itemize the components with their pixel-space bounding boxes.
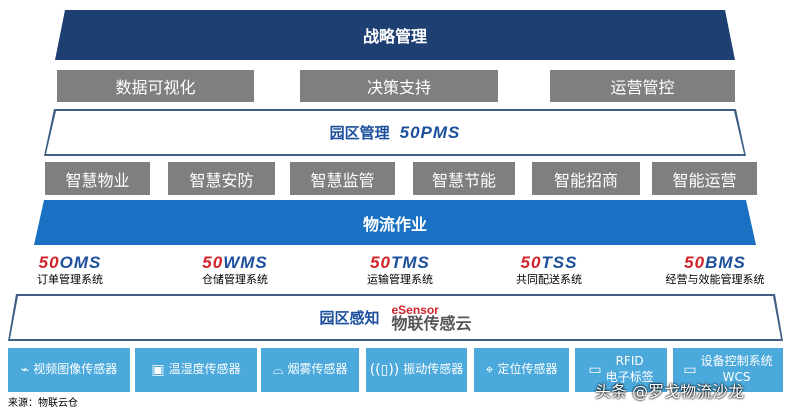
item-label: 数据可视化 — [115, 78, 196, 97]
system-label: 仓储管理系统 — [202, 273, 268, 286]
perception-inner: 园区感知 eSensor 物联传感云 — [10, 296, 781, 339]
source-note: 来源：物联云仓 — [8, 398, 78, 409]
sensor-label: 定位传感器 — [497, 362, 558, 377]
logistics-title: 物流作业 — [362, 214, 427, 234]
system-label: 订单管理系统 — [37, 273, 103, 286]
item-label: 智慧安防 — [189, 170, 254, 190]
park-mgmt-title: 园区管理 — [329, 124, 390, 142]
system-label: 运输管理系统 — [367, 273, 433, 286]
sensor-vibration: ((▯))振动传感器 — [366, 348, 467, 392]
logo-top: eSensor — [391, 302, 439, 317]
logo-num: 50 — [38, 253, 60, 272]
sensor-camera: ⌁视频图像传感器 — [8, 348, 130, 392]
sensor-label: 视频图像传感器 — [33, 362, 118, 377]
park-item: 智能运营 — [652, 162, 757, 195]
logo-num: 50 — [370, 253, 392, 272]
vibration-icon: ((▯)) — [369, 362, 400, 378]
sensor-device: ▭设备控制系统 WCS — [673, 348, 783, 392]
item-label: 智慧节能 — [431, 170, 496, 190]
logistics-layer: 物流作业 — [34, 200, 756, 245]
logo-text: TMS — [391, 253, 430, 272]
logo-text: BMS — [705, 253, 746, 272]
sensor-label: 设备控制系统 WCS — [700, 354, 773, 384]
system-label: 经营与效能管理系统 — [665, 273, 765, 286]
park-item: 智慧安防 — [168, 162, 275, 195]
sensor-rfid-tag: ▭RFID 电子标签 — [575, 348, 667, 392]
logo-text: OMS — [59, 253, 102, 272]
logo-num: 50 — [684, 253, 706, 272]
strategy-item: 数据可视化 — [57, 70, 254, 102]
logo-bottom: 物联传感云 — [391, 313, 472, 333]
sensor-label: RFID 电子标签 — [605, 354, 654, 384]
pms-logo: 50PMS — [399, 122, 461, 142]
system-logo: 50TMS — [370, 253, 430, 272]
item-label: 运营管控 — [610, 78, 675, 97]
logo-num: 50 — [520, 253, 542, 272]
strategy-layer: 战略管理 — [55, 10, 735, 60]
park-mgmt-inner: 园区管理 50PMS — [46, 111, 744, 154]
system-logo: 50OMS — [39, 253, 102, 272]
system-label: 共同配送系统 — [516, 273, 582, 286]
strategy-title: 战略管理 — [362, 27, 427, 46]
rfid-tag-icon: ▭ — [588, 362, 602, 378]
sensor-label: 烟雾传感器 — [287, 362, 348, 377]
thermometer-icon: ▣ — [151, 362, 165, 378]
system-logo: 50WMS — [202, 253, 267, 272]
item-label: 智能招商 — [553, 170, 618, 190]
item-label: 智能运营 — [672, 170, 737, 190]
strategy-item: 决策支持 — [300, 70, 498, 102]
logo-text: TSS — [541, 253, 578, 272]
logo-text: WMS — [223, 253, 268, 272]
camera-icon: ⌁ — [20, 362, 30, 378]
park-item: 智慧节能 — [413, 162, 515, 195]
system-logo: 50BMS — [684, 253, 746, 272]
sensor-smoke-detector: ⌓烟雾传感器 — [261, 348, 359, 392]
item-label: 智慧监管 — [310, 170, 375, 190]
item-label: 智慧物业 — [65, 170, 130, 190]
smoke-detector-icon: ⌓ — [272, 362, 284, 378]
park-item: 智慧监管 — [290, 162, 395, 195]
sensor-label: 温湿度传感器 — [168, 362, 241, 377]
esensor-logo: eSensor 物联传感云 — [392, 304, 472, 332]
gps-icon: ⌖ — [485, 362, 494, 378]
sensor-thermometer: ▣温湿度传感器 — [135, 348, 257, 392]
sensor-gps: ⌖定位传感器 — [474, 348, 569, 392]
device-icon: ▭ — [683, 362, 697, 378]
system-logo: 50TSS — [521, 253, 578, 272]
item-label: 决策支持 — [366, 78, 431, 97]
strategy-item: 运营管控 — [550, 70, 735, 102]
park-item: 智慧物业 — [45, 162, 150, 195]
perception-title: 园区感知 — [319, 309, 380, 327]
watermark: 头条 @罗戈物流沙龙 — [595, 382, 745, 401]
park-item: 智能招商 — [532, 162, 640, 195]
sensor-label: 振动传感器 — [403, 362, 464, 377]
logo-num: 50 — [202, 253, 224, 272]
